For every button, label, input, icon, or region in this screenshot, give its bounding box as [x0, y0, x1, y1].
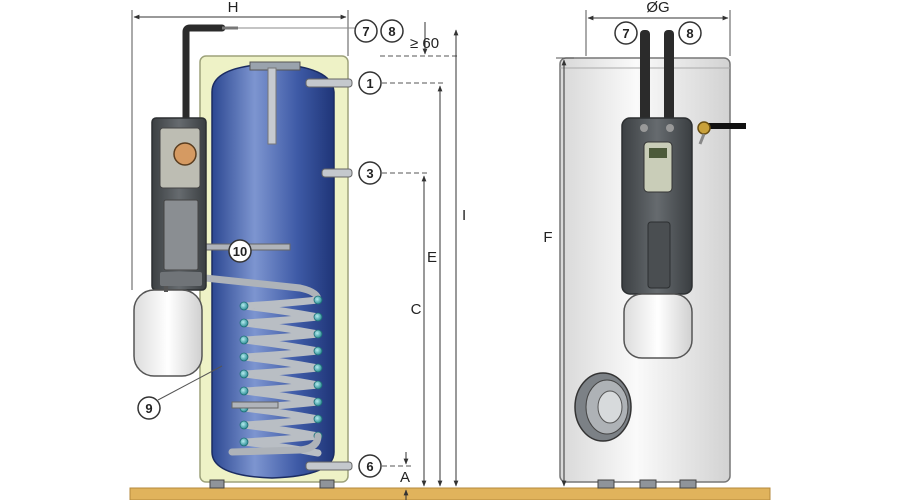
svg-text:7: 7 — [362, 24, 369, 39]
callout-8-left: 8 — [380, 19, 404, 43]
svg-text:8: 8 — [388, 24, 395, 39]
svg-text:1: 1 — [366, 76, 373, 91]
coil-end — [239, 437, 249, 447]
coil-end — [313, 329, 323, 339]
coil-end — [239, 386, 249, 396]
pipe-8 — [664, 30, 674, 122]
svg-text:3: 3 — [366, 166, 373, 181]
svg-text:8: 8 — [686, 26, 693, 41]
dimension-og: ØG — [585, 0, 731, 56]
heating-coil — [201, 274, 323, 457]
coil-end — [313, 312, 323, 322]
callout-10: 10 — [228, 239, 252, 263]
coil-end — [239, 318, 249, 328]
expansion-vessel-side — [133, 289, 203, 377]
expansion-vessel-front — [623, 293, 693, 359]
dim-clearance-label: ≥ 60 — [410, 35, 439, 52]
callout-8-right: 8 — [678, 21, 702, 45]
anode-rod — [267, 67, 277, 145]
dim-h-label: H — [228, 0, 239, 16]
callout-6: 6 — [358, 454, 382, 478]
dim-i-label: I — [462, 207, 466, 224]
floor — [129, 487, 771, 500]
connection-6-pipe — [305, 461, 353, 471]
control-display-icon — [649, 148, 667, 158]
callout-1: 1 — [358, 71, 382, 95]
connection-1-pipe — [305, 78, 353, 88]
dim-e-label: E — [427, 249, 437, 266]
svg-text:7: 7 — [622, 26, 629, 41]
dimension-h: H — [131, 0, 349, 290]
valve-icon — [697, 121, 746, 145]
dimension-clearance: ≥ 60 — [380, 22, 460, 57]
svg-text:10: 10 — [233, 244, 247, 259]
coil-end — [313, 363, 323, 373]
coil-end — [313, 346, 323, 356]
callout-9: 9 — [137, 365, 223, 420]
coil-end — [313, 397, 323, 407]
coil-end — [313, 295, 323, 305]
supply-pipe — [182, 24, 226, 122]
dimension-e: E — [382, 82, 446, 487]
coil-end — [239, 352, 249, 362]
foot-right — [319, 479, 335, 489]
svg-text:9: 9 — [145, 401, 152, 416]
callout-7-left: 7 — [238, 19, 378, 43]
inspection-flange — [574, 372, 632, 442]
coil-end — [313, 380, 323, 390]
coil-end — [239, 335, 249, 345]
dim-og-label: ØG — [646, 0, 669, 16]
dimension-c: C — [382, 172, 428, 487]
dimension-a: A — [382, 452, 414, 500]
dim-c-label: C — [411, 301, 422, 318]
coil-end — [239, 301, 249, 311]
pipe-7 — [640, 30, 650, 122]
svg-text:6: 6 — [366, 459, 373, 474]
coil-end — [239, 369, 249, 379]
dim-f-label: F — [543, 229, 552, 246]
coil-end — [313, 414, 323, 424]
pump-icon — [173, 142, 197, 166]
inner-pipe — [231, 401, 279, 409]
foot-left — [209, 479, 225, 489]
connection-3-pipe — [321, 168, 353, 178]
dimension-i: I — [453, 29, 466, 487]
dimension-f: F — [543, 57, 574, 487]
dim-a-label: A — [400, 469, 410, 486]
callout-3: 3 — [358, 161, 382, 185]
coil-end — [239, 420, 249, 430]
callout-7-right: 7 — [614, 21, 638, 45]
